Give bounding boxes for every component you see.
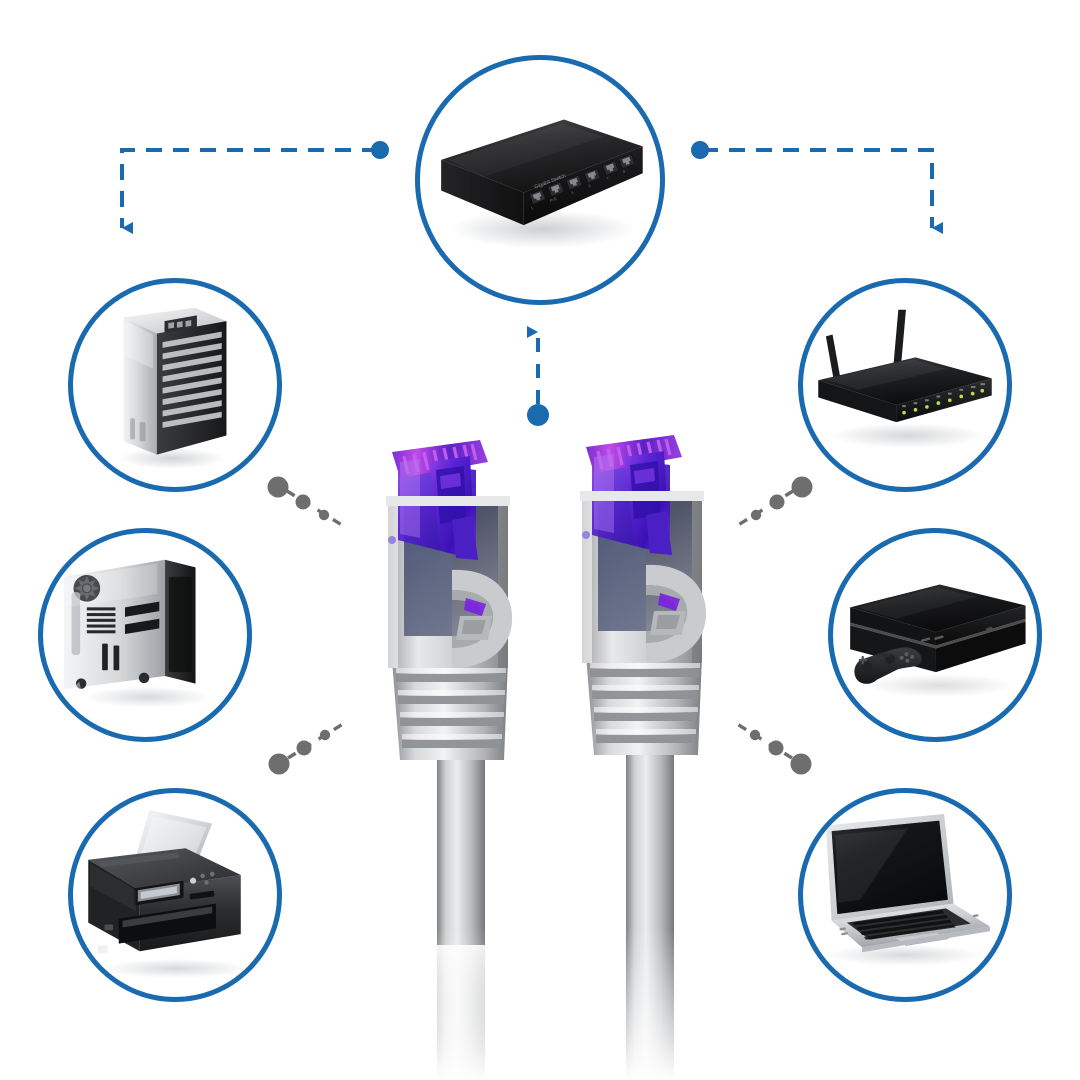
desktop-pc-icon xyxy=(56,559,211,708)
printer-control-panel xyxy=(134,871,215,906)
svg-text:1: 1 xyxy=(530,206,533,211)
connector-cable-to-game-console xyxy=(734,476,813,529)
svg-text:8: 8 xyxy=(622,170,625,175)
printer-icon xyxy=(88,810,249,978)
node-wireless-router[interactable] xyxy=(798,278,1012,492)
node-laptop[interactable] xyxy=(798,788,1012,1002)
node-network-switch[interactable]: Gigabit Switch xyxy=(415,55,665,305)
router-antennas xyxy=(825,309,906,385)
pc-expansion-slots xyxy=(86,607,116,634)
rack-unit-slots xyxy=(162,331,222,428)
svg-text:3: 3 xyxy=(571,191,574,196)
connector-switch-to-server-rack xyxy=(120,141,389,234)
svg-text:PoE: PoE xyxy=(549,197,558,203)
laptop-keyboard xyxy=(846,908,971,940)
connector-cable-to-laptop xyxy=(733,720,812,775)
connector-switch-to-wireless-router xyxy=(691,141,943,234)
connector-dot xyxy=(371,141,389,159)
connector-dot xyxy=(527,404,549,426)
node-desktop-pc[interactable] xyxy=(38,528,252,742)
game-controller xyxy=(854,647,922,684)
router-led-row xyxy=(902,388,985,415)
console-front-buttons xyxy=(920,626,993,642)
network-switch-icon: Gigabit Switch xyxy=(441,119,643,249)
wireless-router-icon xyxy=(818,309,992,448)
node-server-rack[interactable] xyxy=(68,278,282,492)
switch-port-row xyxy=(529,154,636,205)
connector-dot xyxy=(691,141,709,159)
connector-cable-to-desktop-pc xyxy=(267,476,346,529)
laptop-icon xyxy=(825,813,990,966)
node-game-console[interactable] xyxy=(828,528,1042,742)
connector-cable-to-switch xyxy=(527,326,549,426)
svg-text:5: 5 xyxy=(588,184,591,189)
connector-cable-to-printer xyxy=(268,720,347,775)
game-console-icon xyxy=(850,584,1026,697)
server-rack-icon xyxy=(118,307,227,469)
svg-text:7: 7 xyxy=(606,176,609,181)
node-printer[interactable] xyxy=(68,788,282,1002)
